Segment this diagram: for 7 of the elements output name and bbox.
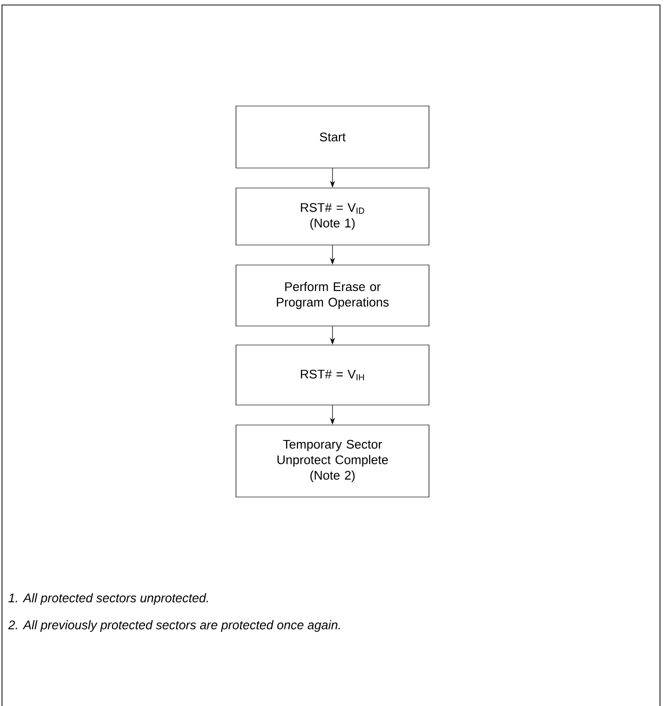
process-box: Perform Erase or Program Operations: [236, 264, 430, 326]
footnote: 1. All protected sectors unprotected.: [8, 593, 208, 605]
process-box: Temporary Sector Unprotect Complete (Note 2): [236, 424, 430, 498]
footnote: 2. All previously protected sectors are protected once again.: [8, 620, 340, 632]
process-box: RST# = V$_{ID}$ (Note 1): [236, 188, 430, 246]
process-box: Start: [236, 106, 430, 168]
process-box: RST# = V$_{IH}$: [236, 344, 430, 406]
